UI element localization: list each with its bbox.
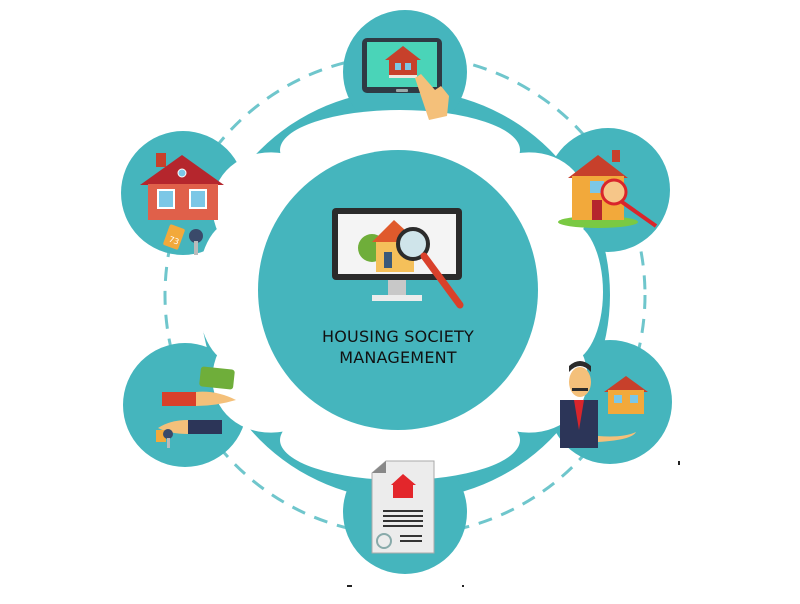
stray-mark [347,585,352,587]
stray-mark [678,461,680,465]
house-magnifier-icon [558,150,658,228]
title-line-1: HOUSING SOCIETY [322,327,474,346]
property-document-icon [371,460,435,554]
stray-mark [462,585,464,587]
monitor-house-magnifier-icon [332,208,464,309]
key-tag-number: 73 [168,235,181,247]
center-title: HOUSING SOCIETY MANAGEMENT [278,326,518,368]
title-line-2: MANAGEMENT [339,348,457,367]
agent-offering-house-icon [560,361,648,448]
money-key-exchange-icon [156,366,236,448]
house-with-key-tag-icon: 73 [140,153,224,255]
tablet-house-touch-icon [362,38,449,120]
